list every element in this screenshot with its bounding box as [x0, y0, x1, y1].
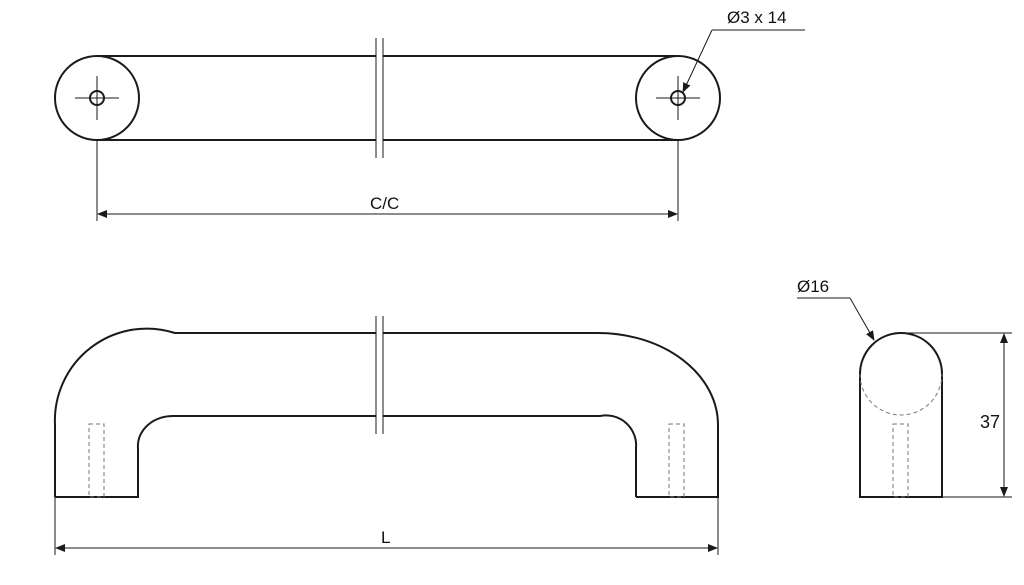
hole-spec-label: Ø3 x 14 [727, 8, 787, 27]
front-view: L [53, 316, 719, 555]
height-dimension-label: 37 [980, 412, 1000, 432]
cc-dimension-label: C/C [370, 194, 399, 213]
bar-diameter-label: Ø16 [797, 277, 829, 296]
top-view: Ø3 x 14 C/C [54, 8, 805, 221]
side-view: Ø16 37 [797, 277, 1012, 498]
length-dimension-label: L [381, 528, 390, 547]
